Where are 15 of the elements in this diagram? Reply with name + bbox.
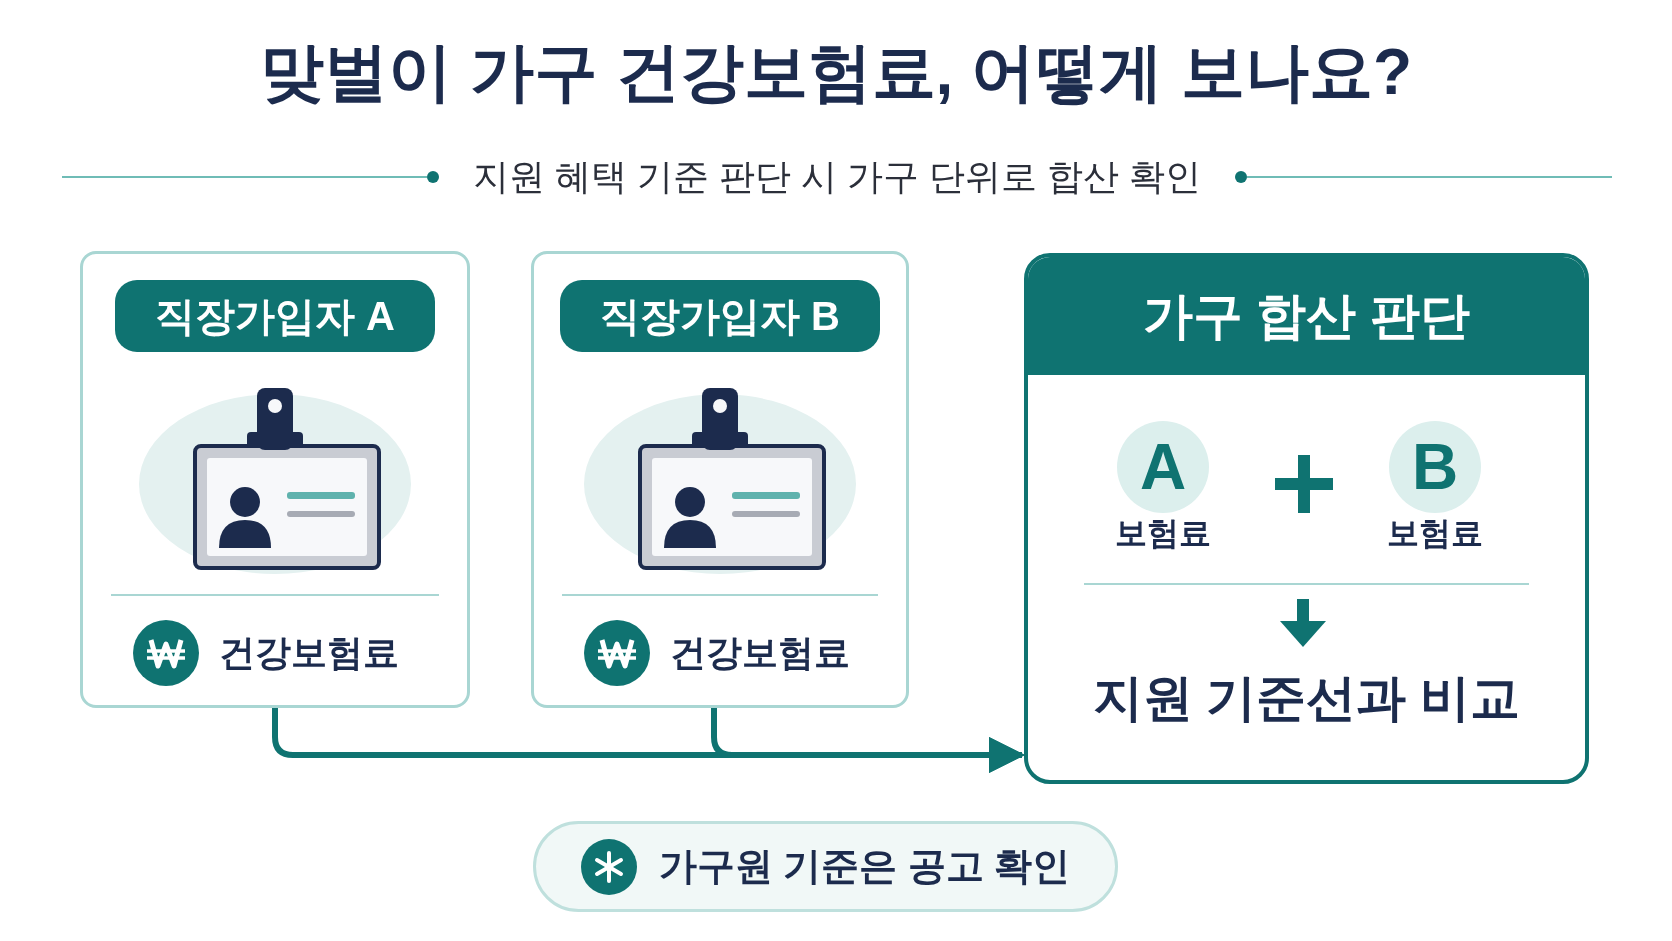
subtitle: 지원 혜택 기준 판단 시 가구 단위로 합산 확인 [473, 155, 1201, 199]
member-pill: 직장가입자 A [115, 280, 435, 352]
card-text: 건강보험료 [219, 631, 399, 675]
member-pill: 직장가입자 B [560, 280, 880, 352]
summary-panel [1024, 253, 1589, 784]
circle-caption: 보험료 [1115, 514, 1211, 553]
panel-text: 지원 기준선과 비교 [1092, 669, 1521, 728]
title: 맞벌이 가구 건강보험료, 어떻게 보나요? [259, 40, 1413, 104]
panel-header: 가구 합산 판단 [1028, 257, 1585, 375]
circle-caption: 보험료 [1387, 514, 1483, 553]
member-card [531, 251, 909, 708]
note-text: 가구원 기준은 공고 확인 [658, 844, 1071, 889]
connector-arrow [711, 708, 1025, 773]
member-card [80, 251, 470, 708]
card-text: 건강보험료 [670, 631, 850, 675]
